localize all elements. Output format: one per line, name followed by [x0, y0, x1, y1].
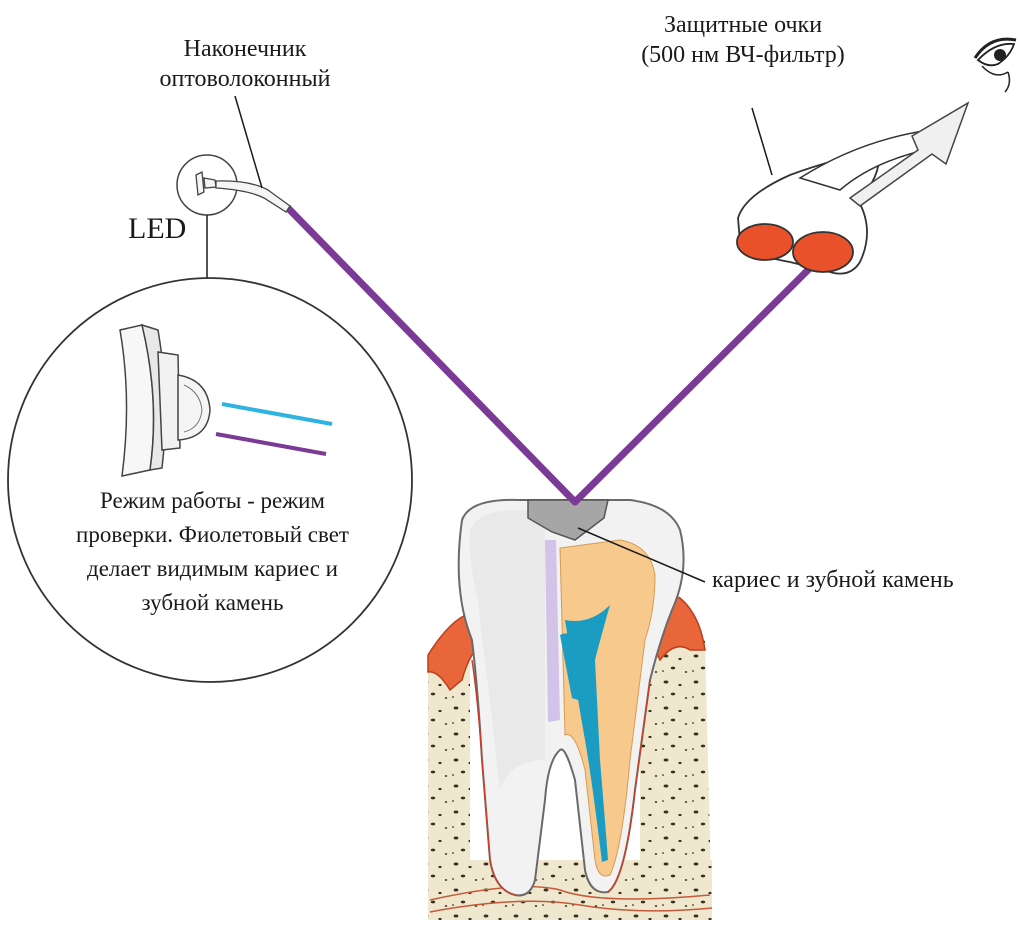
- glasses-lens-left: [737, 224, 793, 260]
- fiber-tip-label-line2: оптоволоконный: [150, 64, 340, 94]
- glasses-label-line2: (500 нм ВЧ-фильтр): [608, 40, 878, 70]
- mode-description-line4: зубной камень: [40, 586, 385, 620]
- mode-description: Режим работы - режим проверки. Фиолетовы…: [40, 484, 385, 620]
- tip-label-pointer: [235, 96, 262, 188]
- fiber-tip-label-line1: Наконечник: [150, 34, 340, 64]
- led-magnifier-circle: [8, 278, 412, 682]
- glasses-label-line1: Защитные очки: [608, 10, 878, 40]
- caries-label: кариес и зубной камень: [712, 565, 954, 595]
- tooth-illustration: [428, 500, 712, 920]
- glasses-lens-right: [793, 232, 853, 272]
- fiber-tip: [177, 96, 290, 278]
- led-magnifier: [8, 278, 412, 682]
- mode-description-line3: делает видимым кариес и: [40, 552, 385, 586]
- violet-beam-reflected: [575, 256, 822, 502]
- led-label: LED: [128, 214, 186, 244]
- safety-glasses: [737, 108, 934, 274]
- mode-description-line1: Режим работы - режим: [40, 484, 385, 518]
- mode-description-line2: проверки. Фиолетовый свет: [40, 518, 385, 552]
- eye-icon: [975, 39, 1016, 92]
- glasses-label-pointer: [752, 108, 772, 175]
- glasses-label: Защитные очки (500 нм ВЧ-фильтр): [608, 10, 878, 70]
- fiber-tip-label: Наконечник оптоволоконный: [150, 34, 340, 94]
